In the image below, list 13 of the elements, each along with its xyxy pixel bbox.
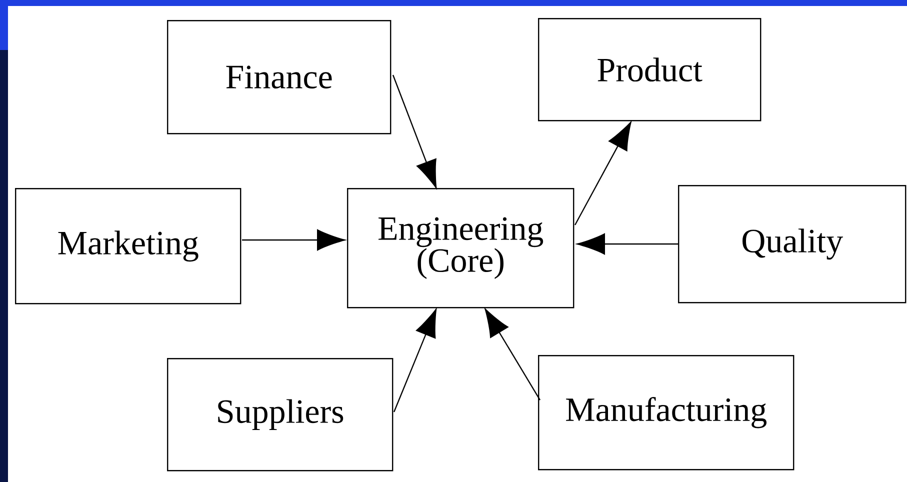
process-box: Product bbox=[538, 18, 762, 122]
process-box: Engineering (Core) bbox=[347, 188, 574, 308]
arrow bbox=[392, 74, 437, 188]
arrow bbox=[574, 122, 632, 226]
process-box: Manufacturing bbox=[538, 355, 794, 470]
process-box: Marketing bbox=[15, 188, 242, 304]
arrow bbox=[484, 308, 541, 400]
process-box: Finance bbox=[167, 20, 392, 134]
arrow bbox=[393, 308, 437, 412]
arrow bbox=[242, 229, 346, 251]
process-box: Suppliers bbox=[167, 358, 394, 472]
arrow bbox=[576, 233, 678, 255]
process-box: Quality bbox=[678, 185, 906, 304]
